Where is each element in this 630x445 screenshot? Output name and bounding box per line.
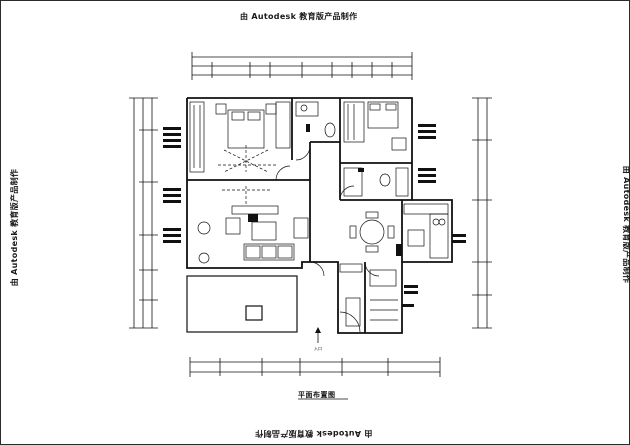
window-markers <box>163 124 466 307</box>
walls <box>186 97 453 334</box>
door-swings <box>275 145 380 333</box>
dimension-chain-top <box>191 52 413 80</box>
terrace <box>186 275 298 333</box>
plan-title: 平面布置图 <box>298 391 336 399</box>
wall-accents <box>248 124 402 256</box>
entry-arrow <box>315 327 321 343</box>
dimension-chain-left <box>129 97 158 329</box>
entry-label: 入口 <box>314 346 322 351</box>
dimension-chain-bottom <box>189 357 441 377</box>
furniture <box>189 101 449 327</box>
watermark-top: 由 Autodesk 教育版产品制作 <box>240 12 358 21</box>
dimension-chain-right <box>472 97 492 329</box>
